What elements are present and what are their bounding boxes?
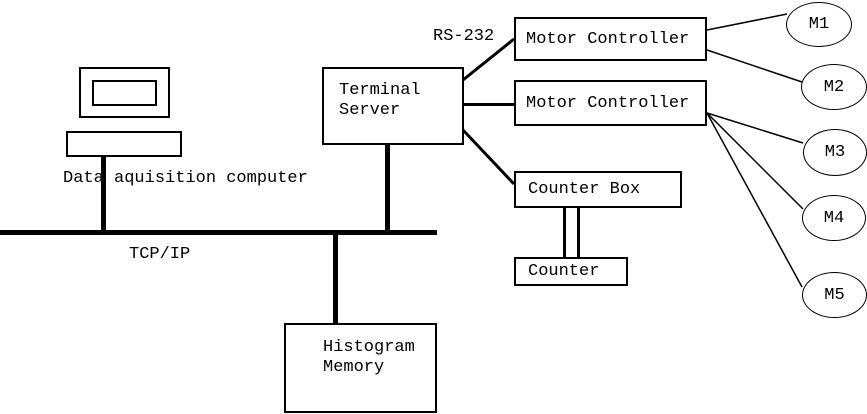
motor-m2-label: M2	[823, 77, 845, 97]
motor-controller-2-label: Motor Controller	[526, 93, 690, 113]
motor-m1-label: M1	[808, 15, 830, 34]
motor-m3-node: M3	[803, 129, 867, 176]
connector-mc1-to-m2	[706, 49, 803, 83]
motor-m4-label: M4	[823, 208, 845, 228]
computer-keyboard-icon	[66, 131, 182, 157]
connector-mc2-to-m5	[706, 112, 803, 288]
histogram-memory-node: Histogram Memory	[284, 323, 437, 413]
motor-controller-1-node: Motor Controller	[514, 17, 707, 61]
motor-m3-label: M3	[824, 143, 846, 162]
motor-controller-2-node: Motor Controller	[514, 80, 707, 126]
terminal-server-node: Terminal Server	[322, 67, 464, 145]
computer-screen-icon	[92, 80, 157, 106]
connector-mc1-to-m1	[706, 13, 788, 31]
data-acquisition-computer-label: Data aquisition computer	[63, 169, 308, 188]
rs232-label: RS-232	[433, 27, 495, 46]
histogram-memory-label-line2: Memory	[323, 358, 385, 377]
counter-box-label: Counter Box	[528, 180, 641, 199]
motor-m1-node: M1	[786, 2, 852, 47]
terminal-server-label-line1: Terminal	[339, 81, 421, 100]
motor-m5-label: M5	[824, 285, 845, 305]
connector-terminal-server-to-counter-box	[461, 128, 516, 186]
histogram-memory-label-line1: Histogram	[323, 338, 415, 357]
counter-node: Counter	[514, 257, 628, 286]
tcpip-label: TCP/IP	[129, 245, 191, 264]
connector-terminal-server-to-motor-controller-1	[462, 37, 515, 82]
motor-m2-node: M2	[801, 64, 867, 110]
motor-m5-node: M5	[802, 272, 867, 318]
motor-m4-node: M4	[802, 195, 866, 241]
connector-mc2-to-m4	[706, 112, 804, 210]
connector-mc2-to-m3	[706, 112, 804, 144]
counter-label: Counter	[528, 262, 600, 281]
terminal-server-label-line2: Server	[339, 101, 401, 120]
counter-box-node: Counter Box	[514, 171, 682, 208]
motor-controller-1-label: Motor Controller	[526, 29, 690, 49]
